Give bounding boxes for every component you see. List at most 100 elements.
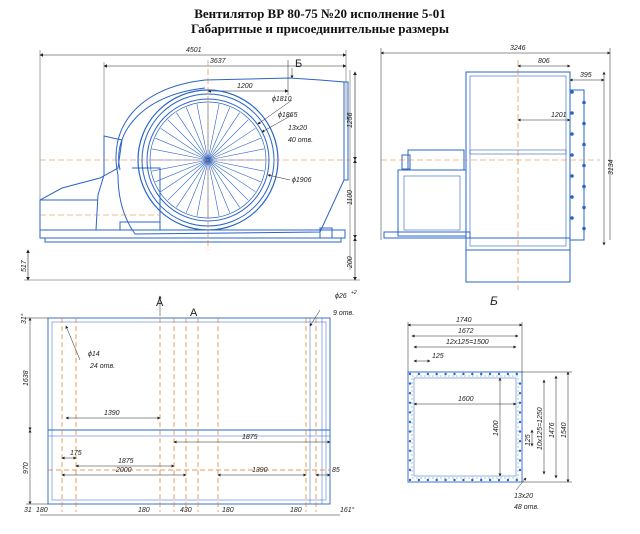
flange-bolt-dot <box>453 372 456 376</box>
dim-hole-tol: +2 <box>351 290 357 296</box>
side-flange-bolts <box>570 90 586 231</box>
blade-line <box>207 159 240 208</box>
dim-1540: 1540 <box>561 422 568 438</box>
flange-bolt-dot <box>480 372 483 376</box>
dim-161: 161° <box>340 506 355 514</box>
blade-line <box>196 159 209 216</box>
blade-line <box>160 128 209 161</box>
blade-line <box>176 112 209 161</box>
flange-bolt-dot <box>462 478 465 482</box>
bolt-dot <box>570 195 574 199</box>
flange-dimensions <box>407 322 572 491</box>
blade-line <box>207 112 240 161</box>
side-centerlines <box>381 60 600 290</box>
flange-bolt-dot <box>435 478 438 482</box>
dim-1638: 1638 <box>23 370 30 386</box>
blade-line <box>152 148 209 161</box>
dim-pitch-h: 10х125=1250 <box>537 407 544 450</box>
dim-dia-1810: ϕ1810 <box>272 96 292 103</box>
plan-view-text: 31° ϕ26 +2 9 отв. ϕ14 24 отв. 1638 970 3… <box>20 290 357 514</box>
blade-line <box>176 159 209 208</box>
blade-line <box>196 104 209 161</box>
bolt-dot <box>570 153 574 157</box>
drawing-subtitle: Габаритные и присоединительные размеры <box>190 21 450 36</box>
dim-85: 85 <box>332 467 340 474</box>
dim-180-c: 180 <box>222 507 234 514</box>
dim-3637: 3637 <box>210 58 227 65</box>
bolt-dot <box>582 142 586 147</box>
blade-line <box>207 159 264 172</box>
flange-bolt-dot <box>480 478 483 482</box>
bolt-dot <box>582 163 586 168</box>
dim-1600: 1600 <box>458 396 474 403</box>
bolt-dot <box>570 216 574 220</box>
flange-bolt-dot <box>506 478 510 482</box>
section-b-label: Б <box>295 58 302 70</box>
flange-bolt-dot <box>506 372 510 376</box>
blade-line <box>152 159 209 172</box>
blade-line <box>207 159 249 201</box>
flange-bolt-dot <box>408 411 412 414</box>
flange-bolt-dot <box>518 440 522 443</box>
front-view <box>24 50 360 281</box>
flange-bolt-dot <box>518 392 522 395</box>
dim-180-a: 180 <box>36 507 48 514</box>
dim-180-d: 180 <box>290 507 302 514</box>
dim-1740: 1740 <box>456 317 472 324</box>
dim-pitch-w: 12х125=1500 <box>446 339 489 346</box>
orange-centerlines <box>40 60 350 250</box>
dim-1100: 1100 <box>347 190 354 205</box>
flange-bolt-dot <box>408 430 412 433</box>
flange-bolt-dot <box>408 382 412 385</box>
flange-bolt-dot <box>497 372 501 376</box>
blade-line <box>207 119 249 161</box>
flange-bolt-dot <box>435 372 438 376</box>
blade-line <box>207 128 256 161</box>
flange-bolt-dot <box>444 478 447 482</box>
blade-line <box>167 159 209 201</box>
side-housing <box>383 71 585 283</box>
arrow-a-label: А <box>156 297 164 309</box>
flange-bolt-dot <box>408 401 412 404</box>
flange-bolt-dot <box>518 420 522 424</box>
bolt-dot <box>582 100 586 105</box>
flange-bolt-dot <box>497 478 501 482</box>
flange-bolt-dot <box>462 372 465 376</box>
blade-line <box>207 159 256 192</box>
flange-bolt-dot <box>408 440 412 443</box>
flange-bolt-dot <box>408 468 412 472</box>
flange-bolt-dot <box>408 392 412 395</box>
dim-count-24: 24 отв. <box>89 363 115 370</box>
dim-hole-count: 9 отв. <box>333 310 354 317</box>
dim-395: 395 <box>580 72 592 79</box>
flange-bolt-dot <box>426 478 429 482</box>
plan-view <box>47 317 331 505</box>
flange-bolt-dot <box>408 449 412 452</box>
bolt-dot <box>570 174 574 178</box>
flange-bolt-dot <box>518 459 522 462</box>
blade-line <box>207 159 220 216</box>
dim-180-b: 180 <box>138 507 150 514</box>
blade-line <box>207 159 231 213</box>
dim-430: 430 <box>180 507 192 514</box>
bolt-dot <box>570 132 574 136</box>
flange-bolt-dot <box>518 411 522 414</box>
dim-200: 200 <box>347 256 354 269</box>
flange-bolt-dot <box>408 420 412 424</box>
dim-angle-top: 31° <box>20 313 28 324</box>
dim-517: 517 <box>21 259 28 272</box>
dim-125-w: 125 <box>432 353 444 360</box>
drawing-title: Вентилятор ВР 80-75 №20 исполнение 5-01 <box>194 6 446 21</box>
dim-1256: 1256 <box>347 112 354 128</box>
flange-view-text: Б 1740 1672 12х125=1500 125 1600 1400 10… <box>432 294 568 511</box>
front-dims-leaders <box>257 99 293 181</box>
flange-bolt-dot <box>444 372 447 376</box>
dim-dia-14: ϕ14 <box>88 351 100 358</box>
dim-hole-dia: ϕ26 <box>335 293 347 300</box>
dim-1672: 1672 <box>458 328 474 335</box>
flange-bolt-dot <box>408 478 412 482</box>
dim-1476: 1476 <box>549 422 556 438</box>
flange-bolt-dot <box>417 478 421 482</box>
front-view-text: 4501 3637 1200 Б ϕ1810 ϕ1865 13х20 40 от… <box>21 47 354 272</box>
